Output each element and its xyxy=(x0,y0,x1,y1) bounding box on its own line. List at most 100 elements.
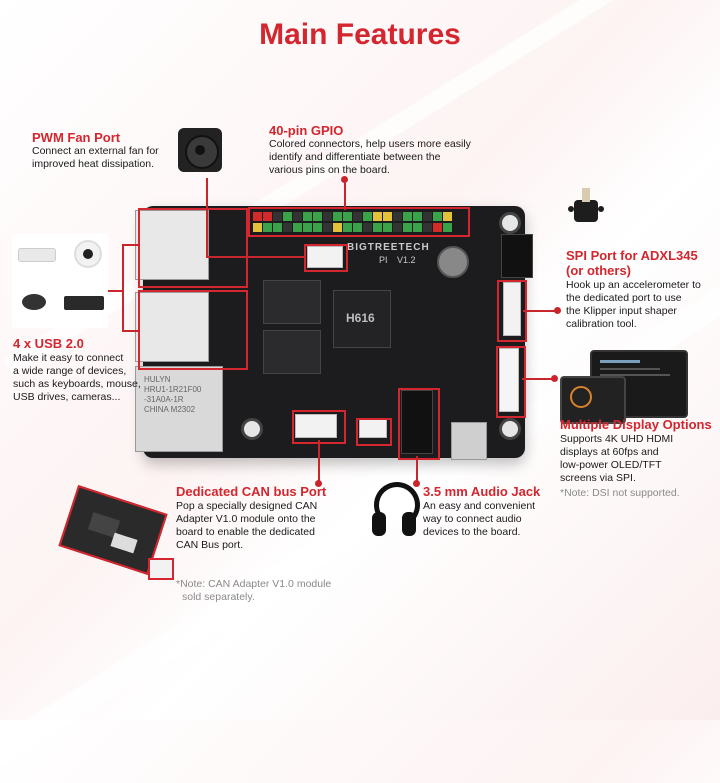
pin-highlight xyxy=(356,418,392,446)
pwm-fan-desc-line: improved heat dissipation. xyxy=(32,158,154,170)
usb-leader xyxy=(122,244,124,332)
keyboard-icon xyxy=(64,296,104,310)
spi-label-line: (or others) xyxy=(566,263,631,278)
gpio-label: 40-pin GPIO xyxy=(269,123,344,138)
audio-leader xyxy=(416,456,418,482)
gpio-desc-line: identify and differentiate between the xyxy=(269,151,441,163)
can-leader xyxy=(318,440,320,482)
usb-leader xyxy=(122,244,140,246)
display-desc: Supports 4K UHD HDMI displays at 60fps a… xyxy=(560,433,673,485)
mount-hole xyxy=(499,212,521,234)
usb-desc: Make it easy to connect a wide range of … xyxy=(13,352,141,404)
mount-hole xyxy=(241,418,263,440)
spi-desc: Hook up an accelerometer to the dedicate… xyxy=(566,279,701,331)
soc-label: H616 xyxy=(346,311,375,325)
accelerometer-icon xyxy=(568,188,604,234)
can-desc: Pop a specially designed CAN Adapter V1.… xyxy=(176,500,317,552)
audio-jack xyxy=(401,390,433,454)
usb-desc-line: Make it easy to connect xyxy=(13,352,124,364)
usb-leader xyxy=(104,290,122,292)
board-version: V1.2 xyxy=(397,255,416,265)
usb-desc-line: USB drives, cameras... xyxy=(13,391,121,403)
gpio-leader xyxy=(344,180,346,210)
ethernet-text: CHINA M2302 xyxy=(144,405,196,414)
page-title: Main Features xyxy=(259,18,461,51)
usb-drive-icon xyxy=(18,248,56,262)
display-desc-line: Supports 4K UHD HDMI xyxy=(560,433,674,445)
ethernet-text: HULYN xyxy=(144,375,171,384)
usb-highlight-lower xyxy=(138,290,248,370)
audio-desc-line: An easy and convenient xyxy=(423,500,536,512)
usb-devices-panel xyxy=(12,234,108,328)
gpio-header-top-row xyxy=(253,212,453,221)
can-label: Dedicated CAN bus Port xyxy=(176,484,327,499)
can-note-line: sold separately. xyxy=(182,591,255,603)
power-terminal xyxy=(501,234,533,278)
spi-connector xyxy=(503,282,521,336)
display-fpc-connector xyxy=(499,348,519,412)
fan-icon xyxy=(178,128,222,172)
spi-desc-line: calibration tool. xyxy=(566,318,637,330)
camera-icon xyxy=(74,240,102,268)
audio-desc-line: way to connect audio xyxy=(423,513,522,525)
gpio-desc: Colored connectors, help users more easi… xyxy=(269,138,471,177)
can-note: *Note: CAN Adapter V1.0 module sold sepa… xyxy=(176,578,331,604)
pwm-fan-desc: Connect an external fan for improved hea… xyxy=(32,145,159,171)
tft-display-icon xyxy=(560,376,626,424)
usb-c-port xyxy=(451,422,487,460)
ethernet-text: -31A0A-1R xyxy=(144,395,184,404)
capacitor xyxy=(437,246,469,278)
display-desc-line: low-power OLED/TFT xyxy=(560,459,662,471)
mouse-icon xyxy=(22,294,46,310)
usb-desc-line: such as keyboards, mouse, xyxy=(13,378,141,390)
usb-port-upper xyxy=(135,210,209,280)
display-desc-line: displays at 60fps and xyxy=(560,446,659,458)
fan-connector xyxy=(307,246,343,268)
spi-label-line: SPI Port for ADXL345 xyxy=(566,248,698,263)
pwm-fan-desc-line: Connect an external fan for xyxy=(32,145,159,157)
display-highlight xyxy=(496,346,526,418)
can-desc-line: CAN Bus port. xyxy=(176,539,244,551)
display-leader xyxy=(522,378,554,380)
fan-leader xyxy=(206,178,208,258)
gpio-dot xyxy=(341,176,348,183)
fan-highlight xyxy=(304,244,348,272)
display-desc-line: screens via SPI. xyxy=(560,472,636,484)
ram-chip xyxy=(263,330,321,374)
can-desc-line: board to enable the dedicated xyxy=(176,526,315,538)
pwm-fan-label: PWM Fan Port xyxy=(32,130,121,145)
display-dot xyxy=(551,375,558,382)
can-note-line: *Note: CAN Adapter V1.0 module xyxy=(176,578,332,590)
spi-dot xyxy=(554,307,561,314)
usb-label: 4 x USB 2.0 xyxy=(13,336,84,351)
spi-desc-line: Hook up an accelerometer to xyxy=(566,279,701,291)
gpio-desc-line: various pins on the board. xyxy=(269,164,390,176)
bigtreetech-pi-board: BIGTREETECH PI V1.2 H616 HULYN HRU1-1R21… xyxy=(135,206,533,460)
audio-desc: An easy and convenient way to connect au… xyxy=(423,500,535,539)
audio-desc-line: devices to the board. xyxy=(423,526,521,538)
spi-desc-line: the dedicated port to use xyxy=(566,292,682,304)
display-note: *Note: DSI not supported. xyxy=(560,487,680,499)
gpio-desc-line: Colored connectors, help users more easi… xyxy=(269,138,471,150)
usb-leader xyxy=(122,330,140,332)
ethernet-text: HRU1-1R21F00 xyxy=(144,385,202,394)
spi-desc-line: the Klipper input shaper xyxy=(566,305,677,317)
can-desc-line: Adapter V1.0 module onto the xyxy=(176,513,316,525)
spi-label: SPI Port for ADXL345 (or others) xyxy=(566,248,698,278)
can-dot xyxy=(315,480,322,487)
headphones-icon xyxy=(372,482,420,540)
can-highlight xyxy=(292,410,346,444)
usb-port-lower xyxy=(135,292,209,362)
audio-label: 3.5 mm Audio Jack xyxy=(423,484,541,499)
fan-leader xyxy=(206,256,306,258)
usb-highlight-upper xyxy=(138,208,248,288)
can-adapter-image xyxy=(58,485,174,598)
board-brand: BIGTREETECH xyxy=(347,242,430,253)
display-label: Multiple Display Options xyxy=(560,417,712,432)
audio-highlight xyxy=(398,388,440,460)
mount-hole xyxy=(499,418,521,440)
audio-dot xyxy=(413,480,420,487)
usb-desc-line: a wide range of devices, xyxy=(13,365,127,377)
board-model: PI xyxy=(379,255,388,265)
gpio-header-bottom-row xyxy=(253,223,453,232)
